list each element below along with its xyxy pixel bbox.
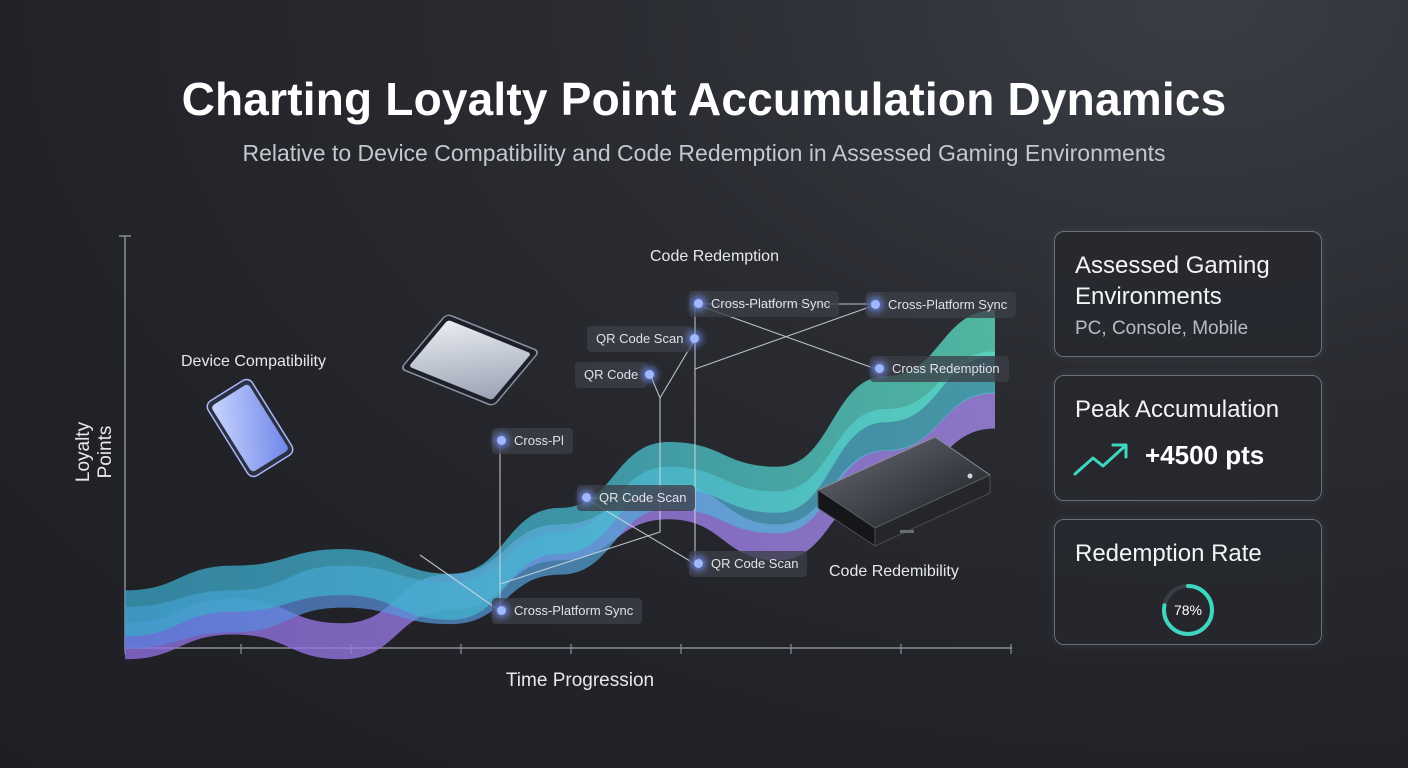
node-dot (694, 299, 703, 308)
node-dot (582, 493, 591, 502)
environments-card-title: Assessed Gaming Environments (1075, 252, 1270, 310)
annotation-node[interactable]: QR Code Scan (587, 326, 699, 352)
node-dot (871, 300, 880, 309)
peak-card-title: Peak Accumulation (1075, 396, 1280, 423)
node-dot (690, 334, 699, 343)
category-label-redemibility: Code Redemibility (829, 563, 959, 580)
x-axis-label: Time Progression (505, 670, 655, 691)
node-dot (497, 606, 506, 615)
redemption-card-title: Redemption Rate (1075, 540, 1262, 567)
environments-card: Assessed Gaming Environments PC, Console… (1054, 231, 1322, 357)
series-band-teal (125, 310, 995, 637)
annotation-node[interactable]: Cross-Platform Sync (492, 598, 643, 624)
y-axis-label: Loyalty Points (73, 421, 116, 483)
annotation-node[interactable]: QR Code (575, 362, 654, 388)
page-subtitle: Relative to Device Compatibility and Cod… (242, 140, 1166, 166)
environments-card-subtitle: PC, Console, Mobile (1075, 318, 1249, 339)
peak-value: +4500 pts (1145, 440, 1265, 470)
annotation-node[interactable]: QR Code Scan (577, 485, 696, 511)
tablet-icon (402, 314, 538, 406)
annotation-node[interactable]: Cross Redemption (870, 356, 1009, 382)
annotation-node[interactable]: Cross-Platform Sync (689, 291, 840, 317)
annotation-node[interactable]: QR Code Scan (689, 551, 808, 577)
category-label-device: Device Compatibility (181, 353, 326, 370)
redemption-card: Redemption Rate 78% (1054, 519, 1322, 645)
node-dot (875, 364, 884, 373)
node-dot (645, 370, 654, 379)
game-console-icon (816, 436, 992, 547)
category-label-redemption: Code Redemption (650, 248, 779, 265)
smartphone-icon (206, 378, 294, 478)
annotation-node[interactable]: Cross-Pl (492, 428, 573, 454)
redemption-rate-value: 78% (1173, 602, 1203, 618)
peak-card: Peak Accumulation +4500 pts (1054, 375, 1322, 501)
node-dot (497, 436, 506, 445)
page-title: Charting Loyalty Point Accumulation Dyna… (181, 73, 1227, 125)
node-dot (694, 559, 703, 568)
annotation-node[interactable]: Cross-Platform Sync (866, 292, 1017, 318)
redemption-ring (1162, 584, 1214, 636)
trend-up-icon (1073, 443, 1128, 476)
